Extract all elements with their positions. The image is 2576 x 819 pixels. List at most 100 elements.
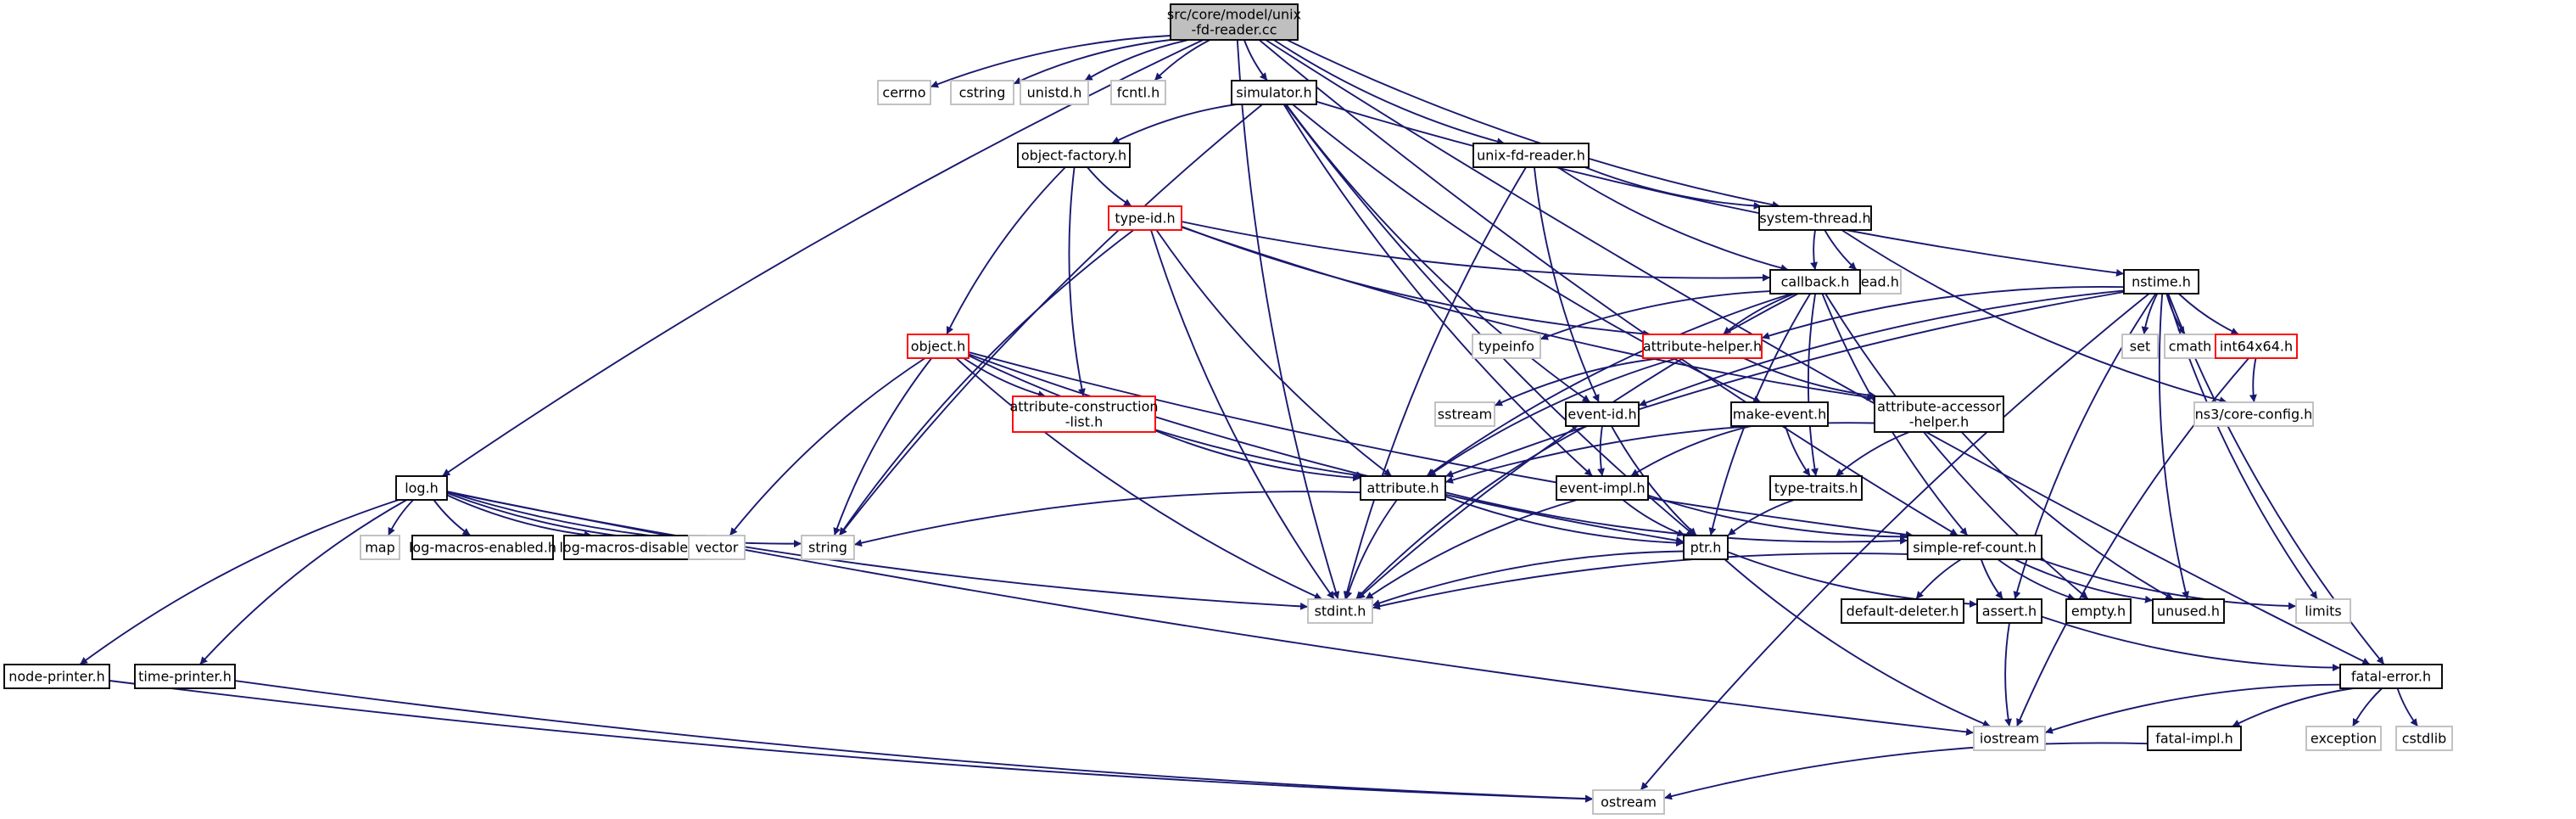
node-label: exception	[2311, 731, 2377, 747]
node-box	[2295, 598, 2351, 624]
node-box	[2123, 269, 2199, 295]
edge-object-to-attribute	[968, 355, 1365, 480]
edge-ptr-to-iostream	[1724, 558, 1992, 727]
node-fcntl: fcntl.h	[1110, 80, 1166, 105]
node-callback[interactable]: callback.h	[1769, 269, 1861, 295]
node-label: cstring	[959, 85, 1006, 101]
node-ptr[interactable]: ptr.h	[1683, 535, 1729, 560]
edge-object-to-vector	[729, 357, 926, 536]
node-event-id[interactable]: event-id.h	[1565, 401, 1640, 427]
node-type-id[interactable]: type-id.h	[1108, 205, 1182, 231]
node-node-printer[interactable]: node-printer.h	[3, 664, 110, 689]
edge-nstime-to-event-id	[1638, 289, 2125, 407]
node-label: ptr.h	[1690, 540, 1722, 556]
node-box	[1170, 3, 1299, 41]
node-box	[1730, 401, 1829, 427]
node-box	[1472, 143, 1590, 168]
node-label: system-thread.h	[1759, 210, 1870, 227]
node-attribute-construction-list[interactable]: attribute-construction-list.h	[1009, 395, 1159, 433]
node-fatal-impl[interactable]: fatal-impl.h	[2147, 726, 2242, 751]
node-unused[interactable]: unused.h	[2152, 598, 2225, 624]
node-cstring: cstring	[950, 80, 1014, 105]
node-box	[2305, 726, 2382, 751]
node-box	[1565, 401, 1640, 427]
edge-attribute-to-ptr	[1444, 495, 1685, 547]
node-box	[1108, 205, 1182, 231]
node-make-event[interactable]: make-event.h	[1730, 401, 1829, 427]
node-box	[2395, 726, 2453, 751]
node-map: map	[360, 535, 400, 560]
edge-assert-to-iostream	[2004, 622, 2013, 727]
node-system-thread[interactable]: system-thread.h	[1758, 205, 1872, 231]
node-label: default-deleter.h	[1847, 603, 1959, 620]
edge-simple-ref-count-to-unused	[2014, 558, 2154, 603]
edge-simple-ref-count-to-empty	[1997, 558, 2076, 601]
dependency-edges	[79, 35, 2419, 803]
edge-fatal-impl-to-ostream	[1663, 742, 2149, 800]
node-nstime[interactable]: nstime.h	[2123, 269, 2199, 295]
node-time-printer[interactable]: time-printer.h	[134, 664, 236, 689]
edge-object-to-ptr	[968, 353, 1685, 545]
node-object-factory[interactable]: object-factory.h	[1017, 143, 1131, 168]
node-simulator[interactable]: simulator.h	[1231, 80, 1317, 105]
edge-fatal-error-to-cstdlib	[2396, 687, 2419, 727]
node-attribute[interactable]: attribute.h	[1360, 475, 1446, 501]
node-assert[interactable]: assert.h	[1976, 598, 2042, 624]
node-empty[interactable]: empty.h	[2065, 598, 2132, 624]
edge-fatal-error-to-fatal-impl	[2232, 687, 2354, 727]
edge-root-to-unistd	[1084, 39, 1189, 81]
node-attribute-accessor-helper[interactable]: attribute-accessor-helper.h	[1874, 395, 2004, 433]
node-default-deleter[interactable]: default-deleter.h	[1841, 598, 1964, 624]
node-box	[411, 535, 554, 560]
node-unix-fd-reader[interactable]: unix-fd-reader.h	[1472, 143, 1590, 168]
node-box	[134, 664, 236, 689]
node-log[interactable]: log.h	[395, 475, 448, 501]
node-simple-ref-count[interactable]: simple-ref-count.h	[1907, 535, 2042, 560]
node-box	[1592, 789, 1665, 815]
edge-attribute-helper-to-attribute	[1428, 357, 1678, 477]
node-limits: limits	[2295, 598, 2351, 624]
node-attribute-helper[interactable]: attribute-helper.h	[1642, 334, 1763, 359]
node-root[interactable]: src/core/model/unix-fd-reader.cc	[1167, 3, 1301, 41]
node-box	[1973, 726, 2046, 751]
edge-object-to-simple-ref-count	[968, 351, 1914, 539]
edge-event-id-to-event-impl	[1597, 425, 1606, 477]
edge-type-traits-to-ptr	[1727, 499, 1795, 536]
edge-fatal-error-to-iostream	[2044, 683, 2341, 734]
edge-simple-ref-count-to-assert	[1980, 558, 2004, 600]
node-label: make-event.h	[1733, 407, 1827, 423]
node-label: cstdlib	[2402, 731, 2447, 747]
edge-type-id-to-attribute-accessor-helper	[1181, 226, 1875, 401]
node-event-impl[interactable]: event-impl.h	[1556, 475, 1649, 501]
edge-log-to-time-printer	[198, 499, 407, 665]
node-object[interactable]: object.h	[907, 334, 969, 359]
node-label: vector	[696, 540, 739, 556]
node-int64x64[interactable]: int64x64.h	[2215, 334, 2298, 359]
edge-int64x64-to-core-config	[2249, 357, 2257, 403]
edge-attribute-to-stdint	[1344, 499, 1398, 600]
node-box	[395, 475, 448, 501]
node-box	[907, 334, 969, 359]
node-label: simple-ref-count.h	[1913, 540, 2037, 556]
node-label: simulator.h	[1236, 85, 1311, 101]
node-box	[2065, 598, 2132, 624]
node-box	[2147, 726, 2242, 751]
node-type-traits[interactable]: type-traits.h	[1769, 475, 1863, 501]
node-box	[801, 535, 855, 560]
node-label: unistd.h	[1027, 85, 1082, 101]
node-label: set	[2130, 339, 2150, 355]
node-log-macros-enabled[interactable]: log-macros-enabled.h	[409, 535, 556, 560]
edge-simple-ref-count-to-default-deleter	[1915, 558, 1962, 600]
edge-type-id-to-string	[838, 229, 1135, 536]
node-label: attribute-accessor	[1877, 399, 2001, 415]
edge-log-to-iostream	[446, 491, 1975, 736]
edge-root-to-fcntl	[1154, 39, 1210, 81]
node-box	[2215, 334, 2298, 359]
node-log-macros-disabled[interactable]: log-macros-disabled.h	[559, 535, 710, 560]
node-fatal-error[interactable]: fatal-error.h	[2339, 664, 2443, 689]
edge-callback-to-type-traits	[1807, 293, 1819, 477]
node-label: -list.h	[1065, 414, 1104, 430]
edge-type-id-to-callback	[1181, 221, 1771, 282]
edge-log-to-node-printer	[79, 499, 400, 665]
